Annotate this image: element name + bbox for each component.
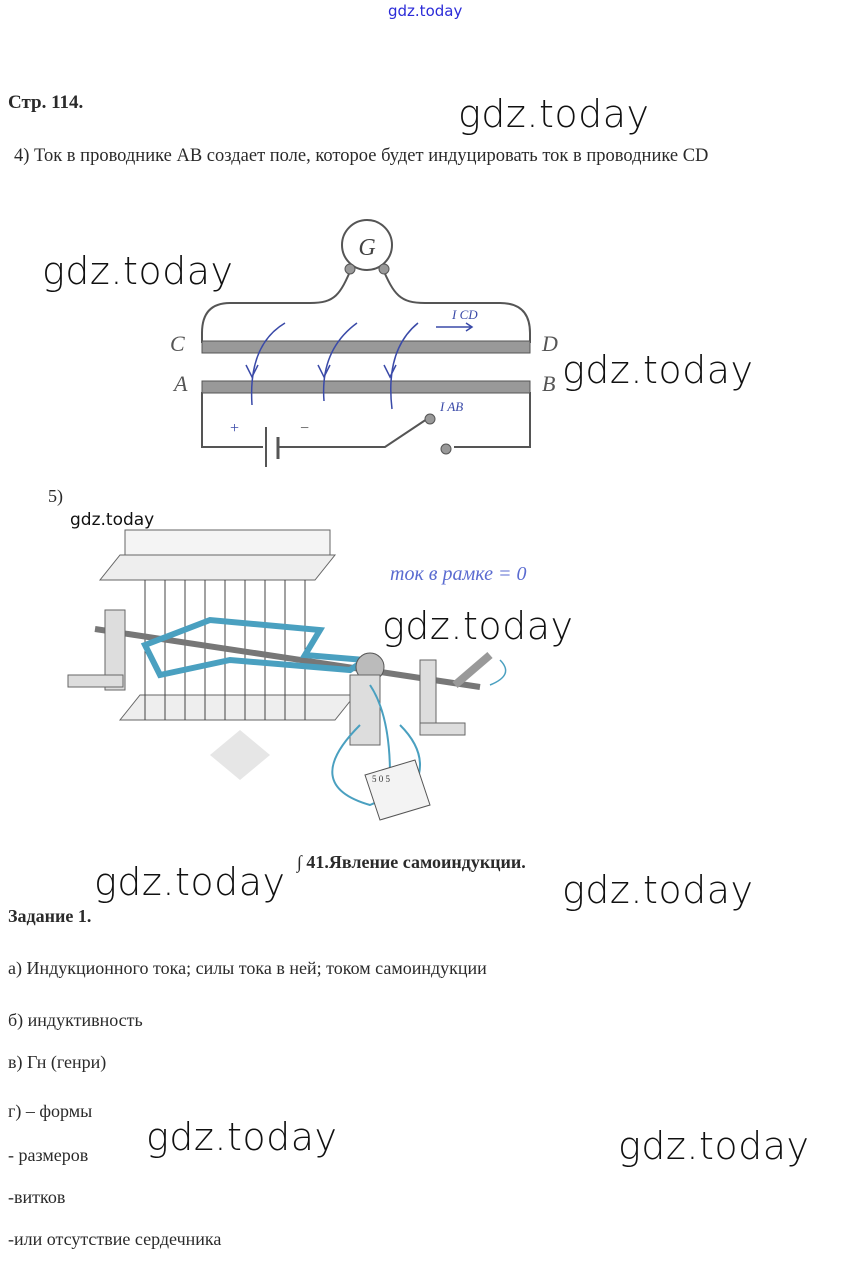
answer-b: б) индуктивность: [8, 1010, 143, 1030]
galvanometer-circle: [341, 219, 393, 271]
field-lines: [245, 322, 474, 410]
watermark: gdz.today: [562, 868, 754, 912]
answer-v: в) Гн (генри): [8, 1052, 107, 1072]
answer-g-item: -или отсутствие сердечника: [8, 1229, 222, 1249]
answer-item-4: 4) Ток в проводнике АВ создает поле, кот…: [14, 146, 709, 166]
plus-sign: +: [230, 420, 239, 437]
answer-g-item: -витков: [8, 1187, 66, 1207]
answer-g: г) – формы: [8, 1101, 93, 1121]
answer-item-5: 5): [48, 486, 63, 506]
watermark: gdz.today: [382, 604, 574, 648]
meter-scale: 5 0 5: [372, 774, 391, 784]
label-c: C: [170, 331, 185, 356]
watermark: gdz.today: [146, 1115, 338, 1159]
switch-contact: [440, 443, 452, 455]
watermark: gdz.today: [94, 860, 286, 904]
label-d: D: [541, 331, 558, 356]
current-ab-label: I AB: [439, 399, 463, 414]
watermark: gdz.today: [70, 510, 155, 530]
current-cd-label: I CD: [451, 307, 478, 322]
minus-sign: −: [300, 420, 309, 437]
watermark: gdz.today: [562, 348, 754, 392]
induction-circuit-figure: G C D A B I CD I AB + −: [170, 219, 558, 467]
watermark-top: gdz.today: [388, 2, 463, 20]
task-title: Задание 1.: [8, 906, 92, 926]
watermark: gdz.today: [42, 249, 234, 293]
label-a: A: [172, 371, 188, 396]
watermark: gdz.today: [618, 1124, 810, 1168]
page-heading: Стр. 114.: [8, 92, 84, 113]
galvanometer-label: G: [358, 235, 375, 261]
rotating-frame-figure: 5 0 5 ток в рамке = 0: [67, 529, 526, 821]
conductor-ab: [201, 380, 531, 394]
answer-g-item: - размеров: [8, 1145, 89, 1165]
answer-a: а) Индукционного тока; силы тока в ней; …: [8, 958, 487, 978]
switch-contact: [424, 413, 436, 425]
watermark: gdz.today: [458, 92, 650, 136]
label-b: B: [542, 371, 555, 396]
section-title: ∫ 41.Явление самоиндукции.: [297, 852, 526, 872]
frame-current-annotation: ток в рамке = 0: [390, 563, 526, 585]
conductor-cd: [201, 340, 531, 354]
